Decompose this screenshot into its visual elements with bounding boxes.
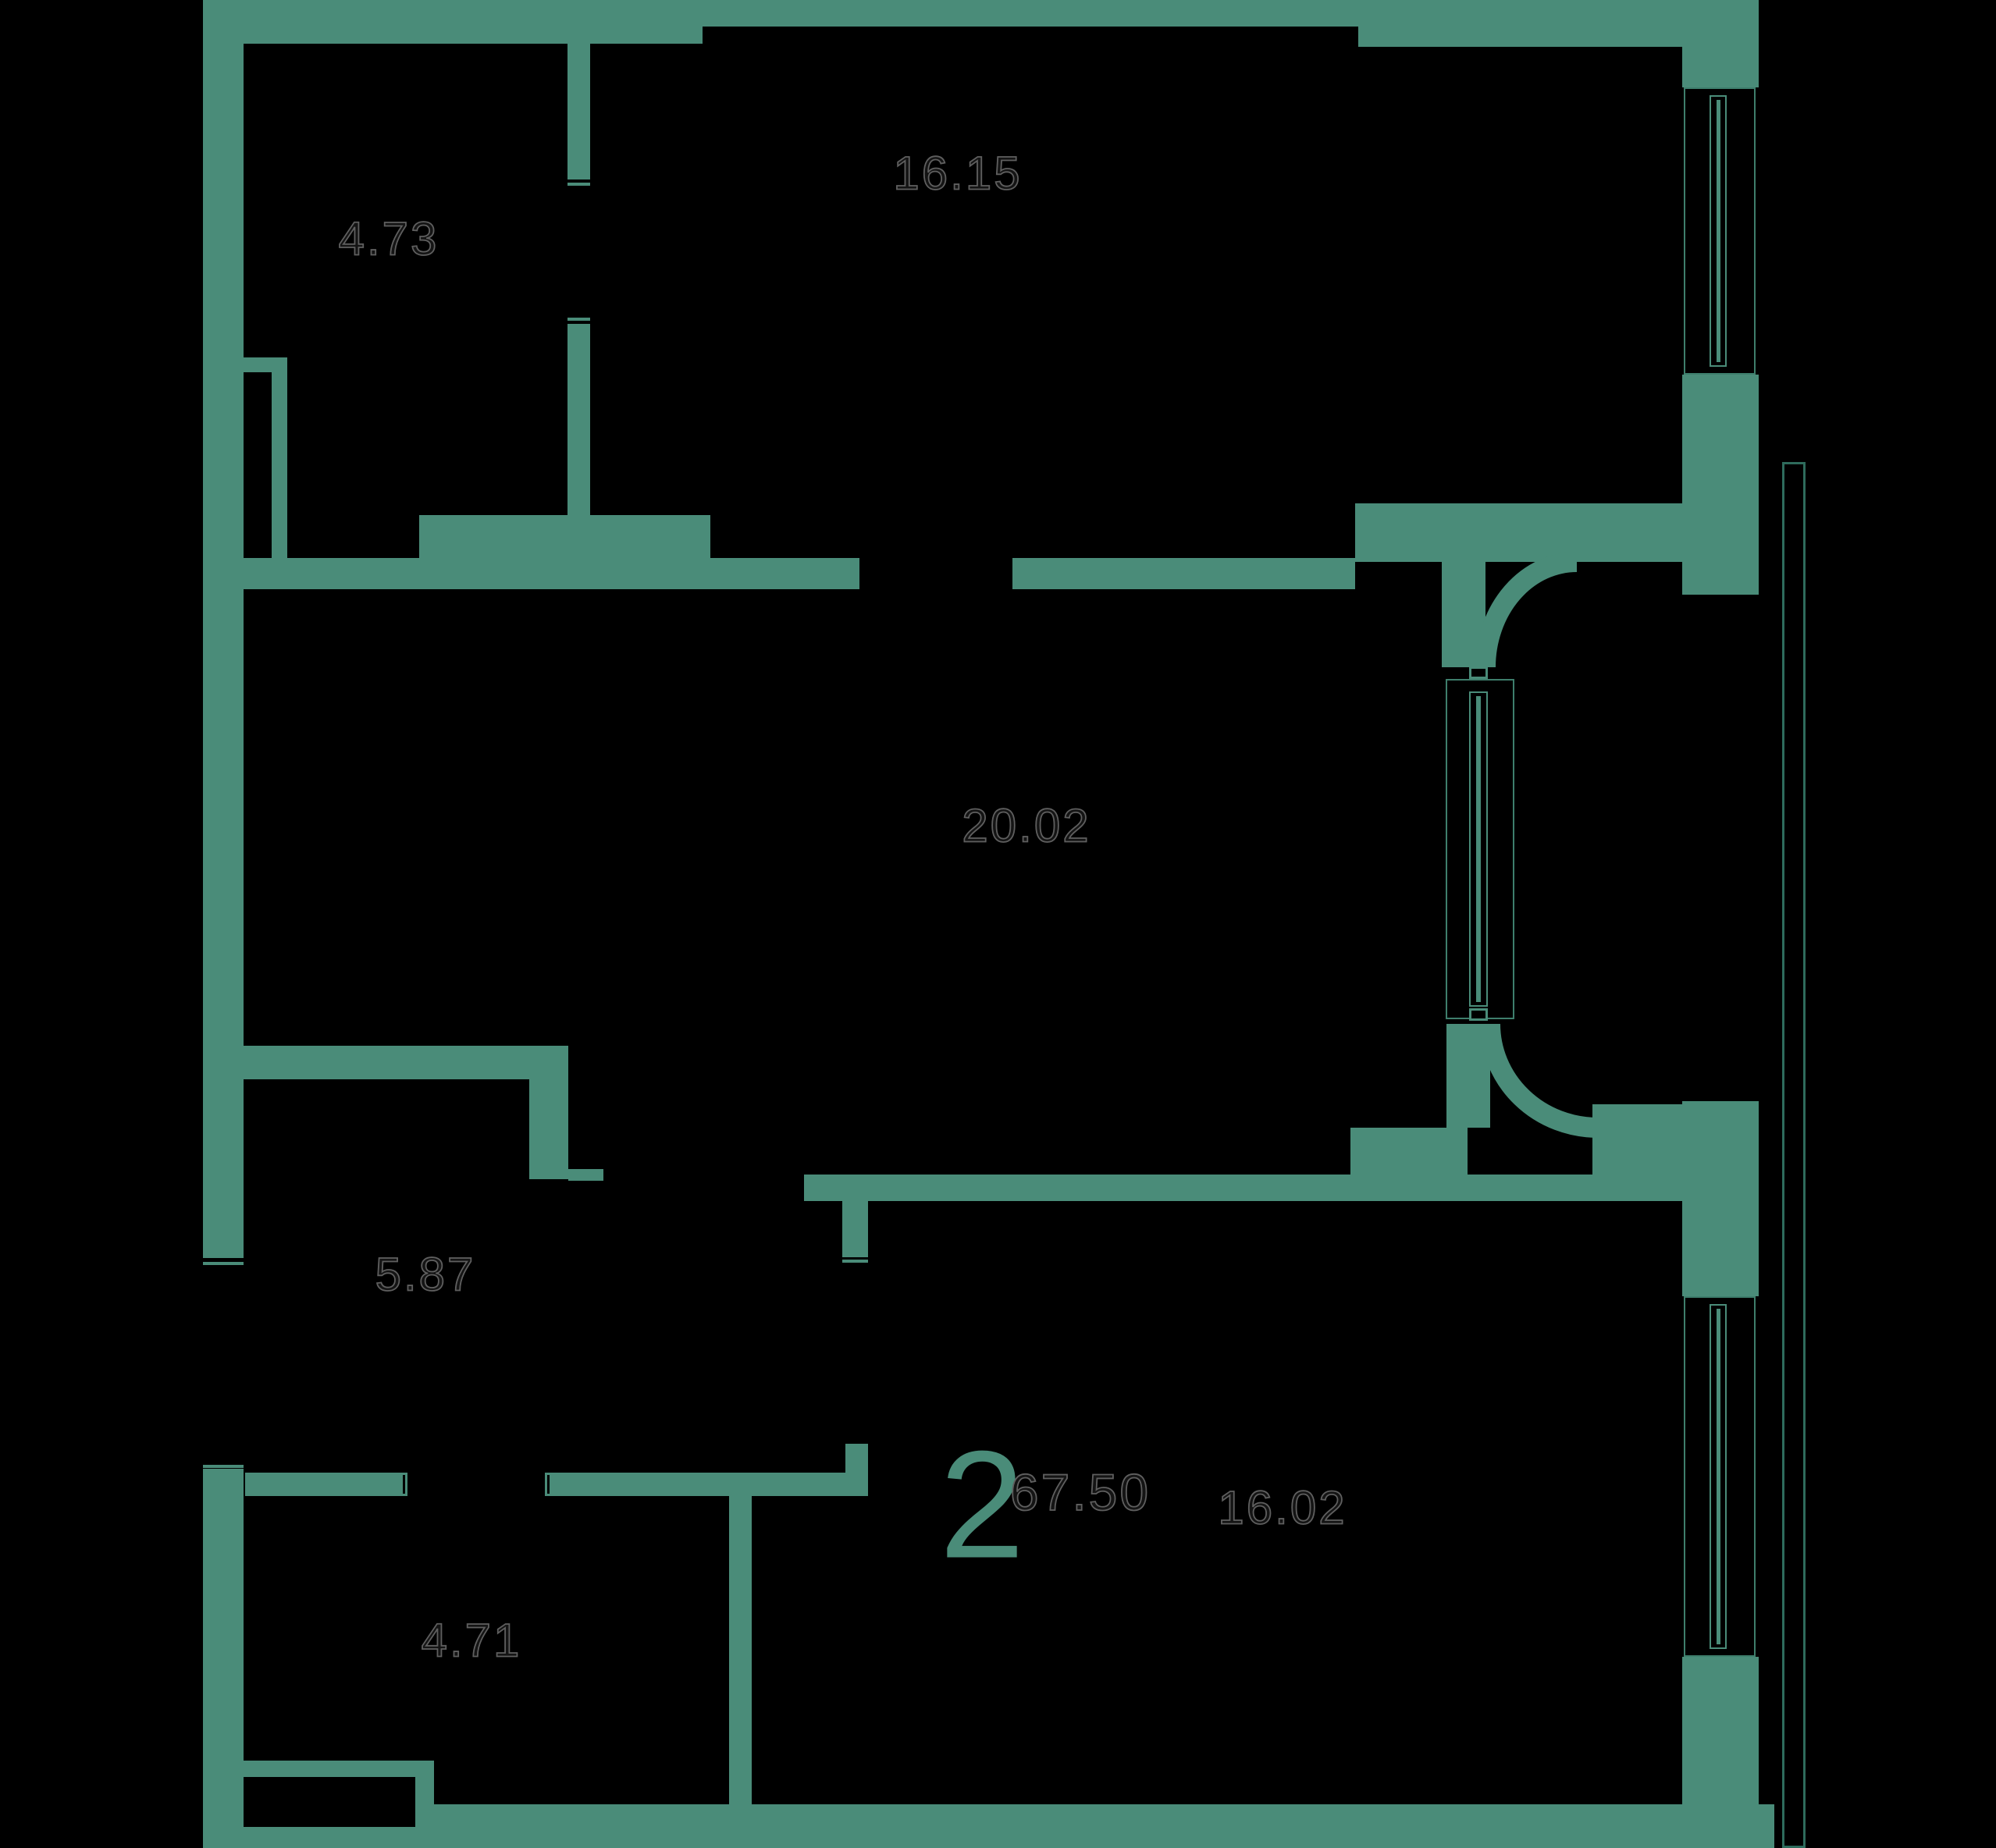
- window-icon-lower-right-glazing: [1717, 1309, 1720, 1644]
- door-frame-tick-icon-br-stem: [842, 1260, 868, 1263]
- wall-pocket-bottom: [242, 1827, 434, 1848]
- wall-mid-thick-block: [419, 515, 710, 558]
- window-icon-upper-right-glazing: [1717, 100, 1720, 362]
- wall-top-middle: [703, 0, 1358, 27]
- balcony-rail-icon: [1782, 462, 1806, 1848]
- apartment-total-area: 67.50: [1009, 1462, 1151, 1522]
- door-frame-tick-icon-mid-bottom: [1469, 1008, 1488, 1021]
- apartment-number: 2: [939, 1419, 1025, 1590]
- door-swing-arc-icon-lower: [1480, 1023, 1599, 1138]
- door-frame-tick-icon-mid-wall-right: [1012, 558, 1016, 589]
- wall-divider-upper: [567, 27, 590, 179]
- door-frame-tick-icon-mid-wall-left: [856, 558, 859, 589]
- wall-hall-vertical: [529, 1079, 568, 1179]
- wall-lower-horizontal-left: [245, 1473, 400, 1496]
- wall-mid-right: [1015, 558, 1355, 589]
- wall-band-upper-right: [1355, 503, 1683, 562]
- wall-left-upper: [203, 0, 244, 1258]
- room-area-label-bottom-right: 16.02: [1218, 1481, 1347, 1535]
- wall-right-bottom-block: [1682, 1657, 1759, 1805]
- window-icon-middle-glazing: [1476, 696, 1481, 1002]
- shaft-pocket-side: [272, 372, 287, 560]
- wall-corner-bottom-right-upper: [1682, 1101, 1759, 1296]
- door-frame-tick-icon-hall-foot: [568, 1169, 603, 1181]
- door-frame-tick-icon-divider-bottom: [567, 318, 590, 321]
- wall-top-right: [1358, 0, 1682, 47]
- wall-hall-horizontal: [244, 1046, 568, 1079]
- wall-right-mid-block: [1682, 375, 1759, 595]
- room-area-label-top-left: 4.73: [338, 212, 439, 266]
- wall-room-br-top: [804, 1175, 1350, 1201]
- wall-bottom-left-room-right: [729, 1496, 752, 1804]
- door-frame-tick-icon-lower-right: [545, 1473, 552, 1496]
- wall-corner-solid-right-of-arc: [1592, 1104, 1682, 1201]
- room-area-label-hallway: 5.87: [375, 1248, 476, 1302]
- room-area-label-top-center: 16.15: [893, 147, 1023, 201]
- door-swing-arc-icon-upper: [1475, 552, 1578, 668]
- shaft-pocket-top: [236, 357, 287, 372]
- wall-top-left: [203, 0, 703, 44]
- wall-mid-left: [203, 558, 859, 589]
- wall-pocket-top: [242, 1761, 434, 1777]
- wall-room-br-left-stub: [845, 1444, 868, 1473]
- wall-room-br-left-stem: [842, 1201, 868, 1257]
- door-frame-tick-icon-mid-top: [1469, 666, 1488, 679]
- door-frame-tick-icon-divider-top: [567, 183, 590, 186]
- wall-bottom: [434, 1804, 1774, 1848]
- wall-corner-top-right: [1682, 0, 1759, 87]
- room-area-label-living: 20.02: [962, 799, 1091, 853]
- wall-left-lower: [203, 1469, 244, 1848]
- wall-band-lower-thick: [1350, 1128, 1468, 1201]
- room-area-label-bottom-left: 4.71: [421, 1614, 522, 1668]
- door-frame-tick-icon-lower-left: [400, 1473, 407, 1496]
- wall-left-lower-endcap: [203, 1465, 244, 1468]
- wall-lower-horizontal-right: [552, 1473, 868, 1496]
- wall-divider-lower: [567, 324, 590, 558]
- wall-left-upper-endcap: [203, 1262, 244, 1265]
